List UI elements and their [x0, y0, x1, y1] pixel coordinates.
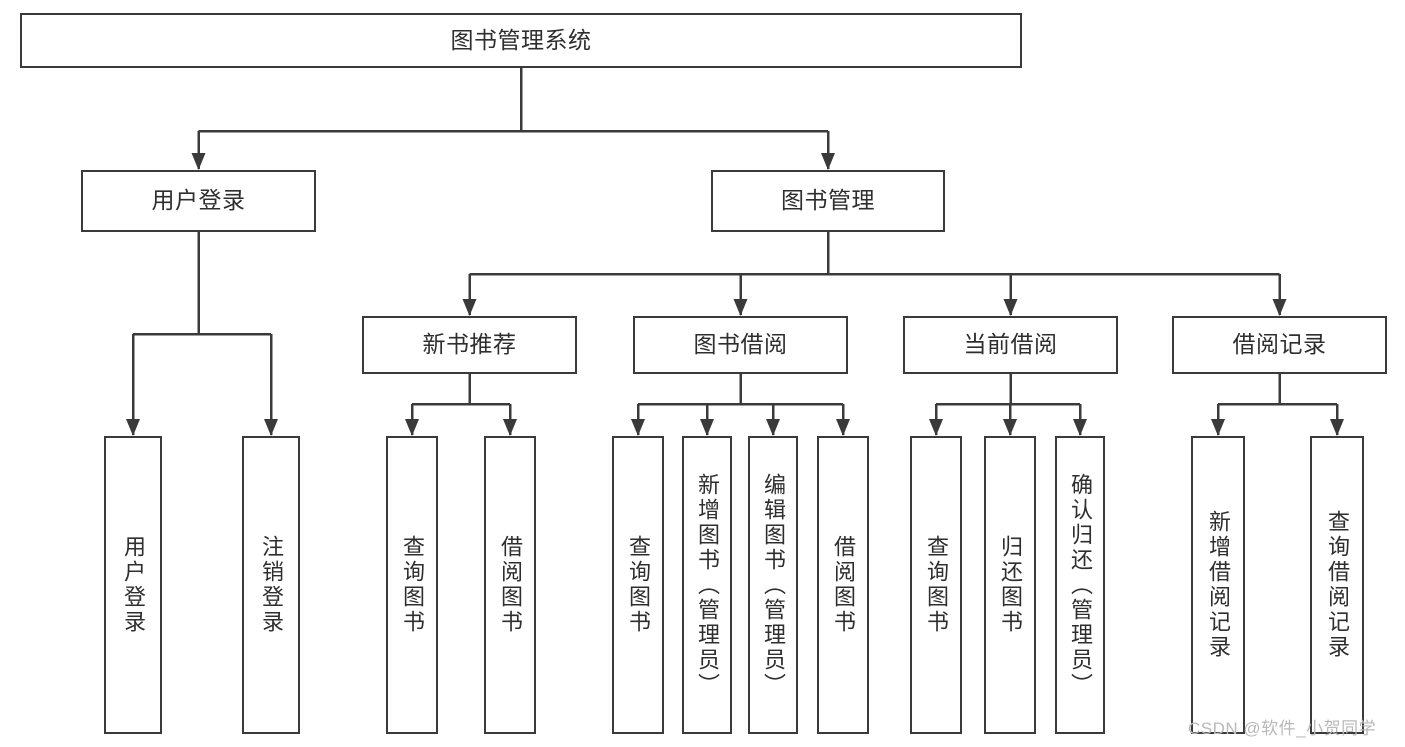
node-label: 归还图书: [998, 535, 1023, 635]
node-label: 新书推荐: [422, 331, 517, 358]
node-label: 借阅图书: [831, 535, 856, 635]
arrowhead-icon: [1211, 419, 1225, 436]
arrowhead-icon: [126, 419, 140, 436]
arrowhead-icon: [462, 299, 477, 316]
arrowhead-icon: [503, 419, 517, 436]
node-leaf-add-record[interactable]: 新增借阅记录: [1191, 436, 1245, 734]
node-label: 用户登录: [151, 187, 246, 214]
node-label: 编辑图书（管理员）: [761, 472, 786, 698]
node-leaf-user-login[interactable]: 用户登录: [104, 436, 162, 734]
node-book-manage[interactable]: 图书管理: [711, 170, 945, 232]
node-leaf-query-book-2[interactable]: 查询图书: [612, 436, 664, 734]
node-label: 确认归还（管理员）: [1068, 472, 1093, 698]
arrowhead-icon: [631, 419, 645, 436]
node-leaf-edit-book[interactable]: 编辑图书（管理员）: [748, 436, 798, 734]
arrowhead-icon: [836, 419, 850, 436]
node-label: 图书借阅: [693, 331, 788, 358]
node-label: 当前借阅: [963, 331, 1058, 358]
node-leaf-borrow-book-1[interactable]: 借阅图书: [484, 436, 536, 734]
node-leaf-add-book[interactable]: 新增图书（管理员）: [682, 436, 732, 734]
node-leaf-user-logout[interactable]: 注销登录: [242, 436, 300, 734]
watermark-text: CSDN @软件_小贺同学: [1188, 719, 1377, 738]
node-label: 新增借阅记录: [1206, 510, 1231, 660]
node-label: 查询借阅记录: [1325, 510, 1350, 660]
node-label: 查询图书: [626, 535, 651, 635]
node-leaf-query-book-3[interactable]: 查询图书: [910, 436, 962, 734]
arrowhead-icon: [821, 153, 835, 170]
node-label: 借阅图书: [498, 535, 523, 635]
node-new-book-rec[interactable]: 新书推荐: [362, 316, 577, 374]
node-label: 图书管理系统: [450, 26, 592, 53]
node-label: 注销登录: [259, 535, 284, 635]
arrowhead-icon: [1073, 419, 1087, 436]
node-label: 新增图书（管理员）: [695, 472, 720, 698]
node-leaf-borrow-book-2[interactable]: 借阅图书: [817, 436, 869, 734]
arrowhead-icon: [1003, 299, 1018, 316]
node-label: 查询图书: [400, 535, 425, 635]
node-label: 图书管理: [781, 187, 875, 214]
arrowhead-icon: [700, 419, 714, 436]
node-label: 用户登录: [121, 535, 146, 635]
arrowhead-icon: [1003, 419, 1017, 436]
node-borrow-record[interactable]: 借阅记录: [1172, 316, 1387, 374]
node-leaf-confirm-return[interactable]: 确认归还（管理员）: [1055, 436, 1105, 734]
arrowhead-icon: [929, 419, 943, 436]
node-leaf-query-book-1[interactable]: 查询图书: [386, 436, 438, 734]
node-current-borrow[interactable]: 当前借阅: [903, 316, 1118, 374]
node-label: 借阅记录: [1232, 331, 1327, 358]
node-leaf-return-book[interactable]: 归还图书: [984, 436, 1036, 734]
arrowhead-icon: [264, 419, 278, 436]
arrowhead-icon: [191, 153, 206, 170]
node-label: 查询图书: [924, 535, 949, 635]
arrowhead-icon: [405, 419, 419, 436]
arrowhead-icon: [733, 299, 748, 316]
node-root[interactable]: 图书管理系统: [20, 13, 1022, 68]
arrowhead-icon: [1272, 299, 1287, 316]
node-user-login[interactable]: 用户登录: [81, 170, 316, 232]
node-leaf-query-record[interactable]: 查询借阅记录: [1310, 436, 1364, 734]
node-book-borrow[interactable]: 图书借阅: [633, 316, 848, 374]
arrowhead-icon: [766, 419, 780, 436]
arrowhead-icon: [1330, 419, 1344, 436]
